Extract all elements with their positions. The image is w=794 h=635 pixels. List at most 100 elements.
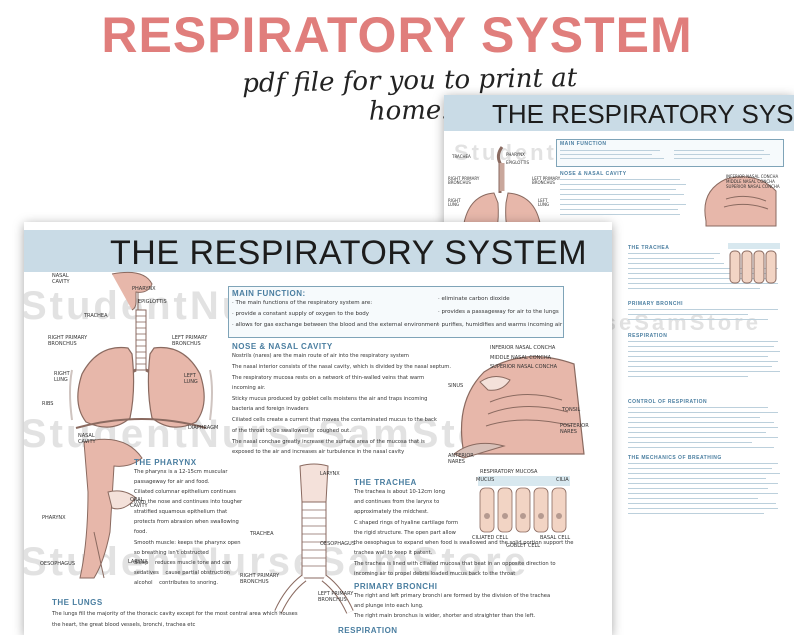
- back-label-superior: SUPERIOR NASAL CONCHA: [726, 184, 780, 189]
- label-left-primary-bronchus: LEFT PRIMARY BRONCHUS: [318, 591, 354, 603]
- label-trachea: TRACHEA: [84, 313, 108, 319]
- back-label-right-bronchi: RIGHT PRIMARY BRONCHUS: [448, 176, 480, 186]
- trachea-line: The trachea is about 10-12cm long: [354, 489, 446, 495]
- back-bronchi-heading: PRIMARY BRONCHI: [628, 301, 684, 307]
- label-middle-concha: MIDDLE NASAL CONCHA: [490, 355, 552, 361]
- back-label-right-lung: RIGHT LUNG: [448, 198, 461, 208]
- label-pharynx-2: PHARYNX: [42, 515, 66, 521]
- pharynx-line: sedatives cause partial obstruction: [134, 570, 231, 576]
- front-worksheet-preview: THE RESPIRATORY SYSTEM StudentNurseSamSt…: [24, 222, 612, 635]
- pharynx-line: protects from abrasion when swallowing: [134, 519, 239, 525]
- nasal-cavity-illustration: [453, 356, 585, 459]
- nose-line: Sticky mucus produced by goblet cells mo…: [232, 396, 428, 402]
- pharynx-line: Smooth muscle: keeps the pharynx open: [134, 540, 241, 546]
- front-title-banner: THE RESPIRATORY SYSTEM: [24, 230, 612, 272]
- label-trachea-2: TRACHEA: [250, 531, 274, 537]
- back-label-middle: MIDDLE NASAL CONCHA: [726, 179, 775, 184]
- trachea-line: the oesophagus to expand when food is sw…: [354, 540, 574, 546]
- main-function-line: · The main functions of the respiratory …: [232, 300, 373, 306]
- label-left-lung: LEFT LUNG: [184, 373, 198, 385]
- back-title-banner: THE RESPIRATORY SYSTEM: [444, 95, 794, 131]
- label-cilia: CILIA: [556, 477, 569, 483]
- watermark: StudentNurseSamStore: [24, 540, 529, 584]
- label-mucus: MUCUS: [476, 477, 495, 483]
- nose-heading: NOSE & NASAL CAVITY: [232, 342, 333, 351]
- back-sheet-title: THE RESPIRATORY SYSTEM: [492, 99, 794, 129]
- back-main-function-box: [556, 139, 784, 167]
- label-inferior-concha: INFERIOR NASAL CONCHA: [490, 345, 556, 351]
- nose-line: The nasal interior consists of the nasal…: [232, 364, 452, 370]
- label-anterior-nares: ANTERIOR NARES: [448, 453, 474, 465]
- bronchi-heading: PRIMARY BRONCHI: [354, 582, 438, 591]
- label-right-primary-bronchi: RIGHT PRIMARY BRONCHUS: [48, 335, 88, 347]
- trachea-line: and continues from the larynx to: [354, 499, 440, 505]
- lungs-heading: THE LUNGS: [52, 598, 103, 607]
- label-goblet-cell: GOBLET CELL: [506, 543, 541, 549]
- back-label-epiglottis: EPIGLOTTIS: [506, 160, 529, 165]
- label-diaphragm: DIAPHRAGM: [188, 425, 219, 431]
- back-mechanics-heading: THE MECHANICS OF BREATHING: [628, 455, 722, 461]
- trachea-line: approximately the midchest.: [354, 509, 429, 515]
- trachea-line: the rigid structure. The open part allow: [354, 530, 456, 536]
- label-oral-cavity: ORAL CAVITY: [130, 497, 148, 509]
- nose-line: Ciliated cells create a current that mov…: [232, 417, 437, 423]
- respiration-heading: RESPIRATION: [338, 626, 398, 635]
- pharynx-illustration: [79, 438, 143, 579]
- label-pharynx: PHARYNX: [132, 286, 156, 292]
- pharynx-line: from the nose and continues into tougher: [134, 499, 243, 505]
- back-label-inferior: INFERIOR NASAL CONCHA: [726, 174, 779, 179]
- nose-line: bacteria and foreign invaders: [232, 406, 309, 412]
- respiratory-mucosa-illustration: [478, 476, 570, 533]
- main-function-line: · eliminate carbon dioxide: [438, 296, 510, 302]
- trachea-line: trachea wall to keep it patent.: [354, 550, 433, 556]
- nose-line: The respiratory mucosa rests on a networ…: [232, 375, 425, 381]
- main-function-box: [228, 286, 564, 338]
- lungs-line: the heart, the great blood vessels, bron…: [52, 622, 196, 628]
- label-posterior-nares: POSTERIOR NARES: [560, 423, 589, 435]
- back-trachea-heading: THE TRACHEA: [628, 245, 670, 251]
- pharynx-line: food.: [134, 529, 148, 535]
- bronchi-line: The right and left primary bronchi are f…: [354, 593, 551, 599]
- bronchi-line: and plunge into each lung.: [354, 603, 424, 609]
- pharynx-line: stratified squamous epithelium that: [134, 509, 228, 515]
- main-function-heading: MAIN FUNCTION:: [232, 289, 306, 298]
- trachea-line: C shaped rings of hyaline cartilage form: [354, 520, 459, 526]
- main-function-line: · allows for gas exchange between the bl…: [232, 322, 440, 328]
- label-nasal-cavity-2: NASAL CAVITY: [78, 433, 96, 445]
- label-larynx-2: LARYNX: [128, 559, 148, 565]
- nose-line: incoming air.: [232, 385, 266, 391]
- front-sheet-title: THE RESPIRATORY SYSTEM: [110, 234, 588, 272]
- label-superior-concha: SUPERIOR NASAL CONCHA: [490, 364, 558, 370]
- back-label-pharynx: PHARYNX: [506, 152, 525, 157]
- label-epiglottis: EPIGLOTTIS: [138, 299, 167, 305]
- main-function-line: · provide a constant supply of oxygen to…: [232, 311, 370, 317]
- label-oesophagus-2: OESOPHAGUS: [320, 541, 356, 547]
- nose-line: exposed to the air and increases air tur…: [232, 449, 405, 455]
- trachea-line: incoming air to propel debris loaded muc…: [354, 571, 516, 577]
- label-left-primary-bronchi: LEFT PRIMARY BRONCHUS: [172, 335, 208, 347]
- bronchi-line: The right main bronchus is wider, shorte…: [354, 613, 536, 619]
- back-label-left-lung: LEFT LUNG: [538, 198, 550, 208]
- label-respiratory-mucosa: RESPIRATORY MUCOSA: [480, 469, 538, 475]
- pharynx-line: passageway for air and food.: [134, 479, 210, 485]
- pharynx-line: The pharynx is a 12-15cm muscular: [134, 469, 228, 475]
- back-label-left-bronchi: LEFT PRIMARY BRONCHUS: [532, 176, 561, 186]
- label-tonsil: TONSIL: [562, 407, 581, 413]
- pharynx-line: alcohol contributes to snoring.: [134, 580, 219, 586]
- page-title: RESPIRATORY SYSTEM: [101, 7, 693, 63]
- main-function-line: · purifies, humidifies and warms incomin…: [438, 322, 563, 328]
- nose-line: The nasal conchae greatly increase the s…: [232, 439, 425, 445]
- label-larynx: LARYNX: [320, 471, 340, 477]
- back-control-heading: CONTROL OF RESPIRATION: [628, 399, 708, 405]
- label-nasal-cavity: NASAL CAVITY: [52, 273, 70, 285]
- lungs-illustration: [69, 271, 213, 429]
- lungs-line: The lungs fill the majority of the thora…: [52, 611, 298, 617]
- pharynx-line: Ciliated columnar epithelium continues: [134, 489, 236, 495]
- nose-line: Nostrils (nares) are the main route of a…: [232, 353, 409, 359]
- label-oesophagus: OESOPHAGUS: [40, 561, 76, 567]
- back-worksheet-preview: THE RESPIRATORY SYSTEM StudentNurseSamSt…: [444, 95, 794, 635]
- back-main-function-heading: MAIN FUNCTION: [560, 141, 607, 147]
- pharynx-heading: THE PHARYNX: [134, 458, 197, 467]
- label-ciliated-cell: CILIATED CELL: [472, 535, 509, 541]
- trachea-line: The trachea is lined with ciliated mucos…: [354, 561, 556, 567]
